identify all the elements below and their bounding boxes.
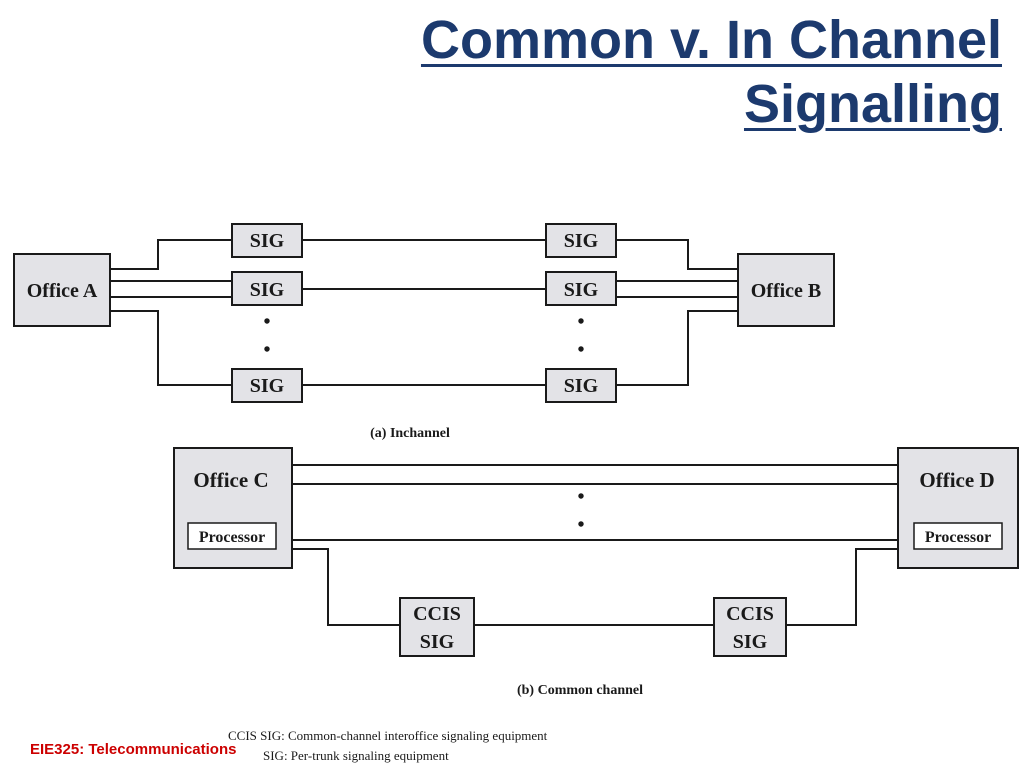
office-c: Office C Processor [173,447,293,569]
title-line-2: Signalling [743,74,1002,134]
sig-label: SIG [564,375,599,397]
common-channel-wires [292,464,898,626]
footer-course-label: EIE325: Telecommunications [30,741,237,758]
sig-box-a-1: SIG [231,223,303,258]
sig-box-b-1: SIG [545,223,617,258]
sig-label: SIG [250,230,285,252]
ccis-sig-label: SIG [420,631,455,653]
sig-box-b-3: SIG [545,368,617,403]
ccis-sig-box-left: CCIS SIG [399,597,475,657]
processor-label: Processor [925,529,991,546]
caption-common-channel: (b) Common channel [517,683,643,698]
inchannel-wires [110,239,738,386]
slide-title: Common v. In Channel Signalling [421,8,1002,136]
legend-ccis: CCIS SIG: Common-channel interoffice sig… [228,728,548,743]
ellipsis-dot: • [577,486,584,508]
office-d: Office D Processor [897,447,1019,569]
office-d-label: Office D [919,468,994,492]
office-c-label: Office C [193,468,268,492]
office-a: Office A [13,253,111,327]
ellipsis-dot: • [577,339,584,361]
ellipsis-dot: • [577,311,584,333]
sig-label: SIG [250,279,285,301]
sig-label: SIG [250,375,285,397]
office-b: Office B [737,253,835,327]
ccis-sig-box-right: CCIS SIG [713,597,787,657]
title-line-1: Common v. In Channel [420,10,1002,70]
office-b-label: Office B [751,280,822,302]
ccis-sig-label: SIG [733,631,768,653]
ellipsis-dot: • [577,514,584,536]
sig-box-a-3: SIG [231,368,303,403]
sig-box-a-2: SIG [231,271,303,306]
ellipsis-dot: • [263,339,270,361]
sig-label: SIG [564,230,599,252]
ccis-label: CCIS [726,603,774,625]
ccis-label: CCIS [413,603,461,625]
ellipsis-dot: • [263,311,270,333]
office-a-label: Office A [27,280,98,302]
sig-label: SIG [564,279,599,301]
processor-label: Processor [199,529,265,546]
sig-box-b-2: SIG [545,271,617,306]
legend-sig: SIG: Per-trunk signaling equipment [263,748,449,763]
caption-inchannel: (a) Inchannel [370,426,450,441]
